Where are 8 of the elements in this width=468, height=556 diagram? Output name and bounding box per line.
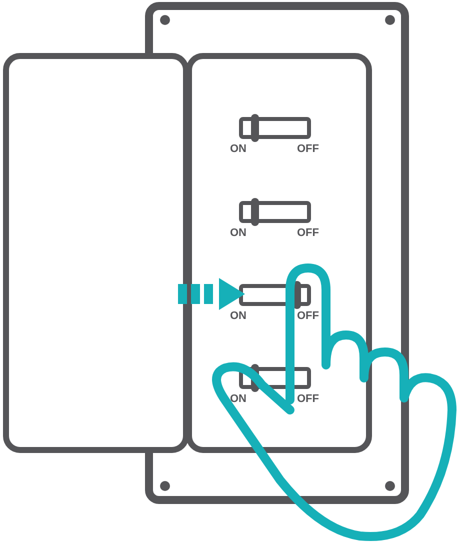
switch-label: ON bbox=[230, 228, 246, 239]
switch-label: ON bbox=[230, 394, 246, 405]
switch-label: ON bbox=[230, 311, 246, 322]
switch-label: OFF bbox=[297, 311, 319, 322]
switch-label: OFF bbox=[297, 144, 319, 155]
switch-label: OFF bbox=[297, 228, 319, 239]
switch-label: ON bbox=[230, 144, 246, 155]
switch-label: OFF bbox=[297, 394, 319, 405]
